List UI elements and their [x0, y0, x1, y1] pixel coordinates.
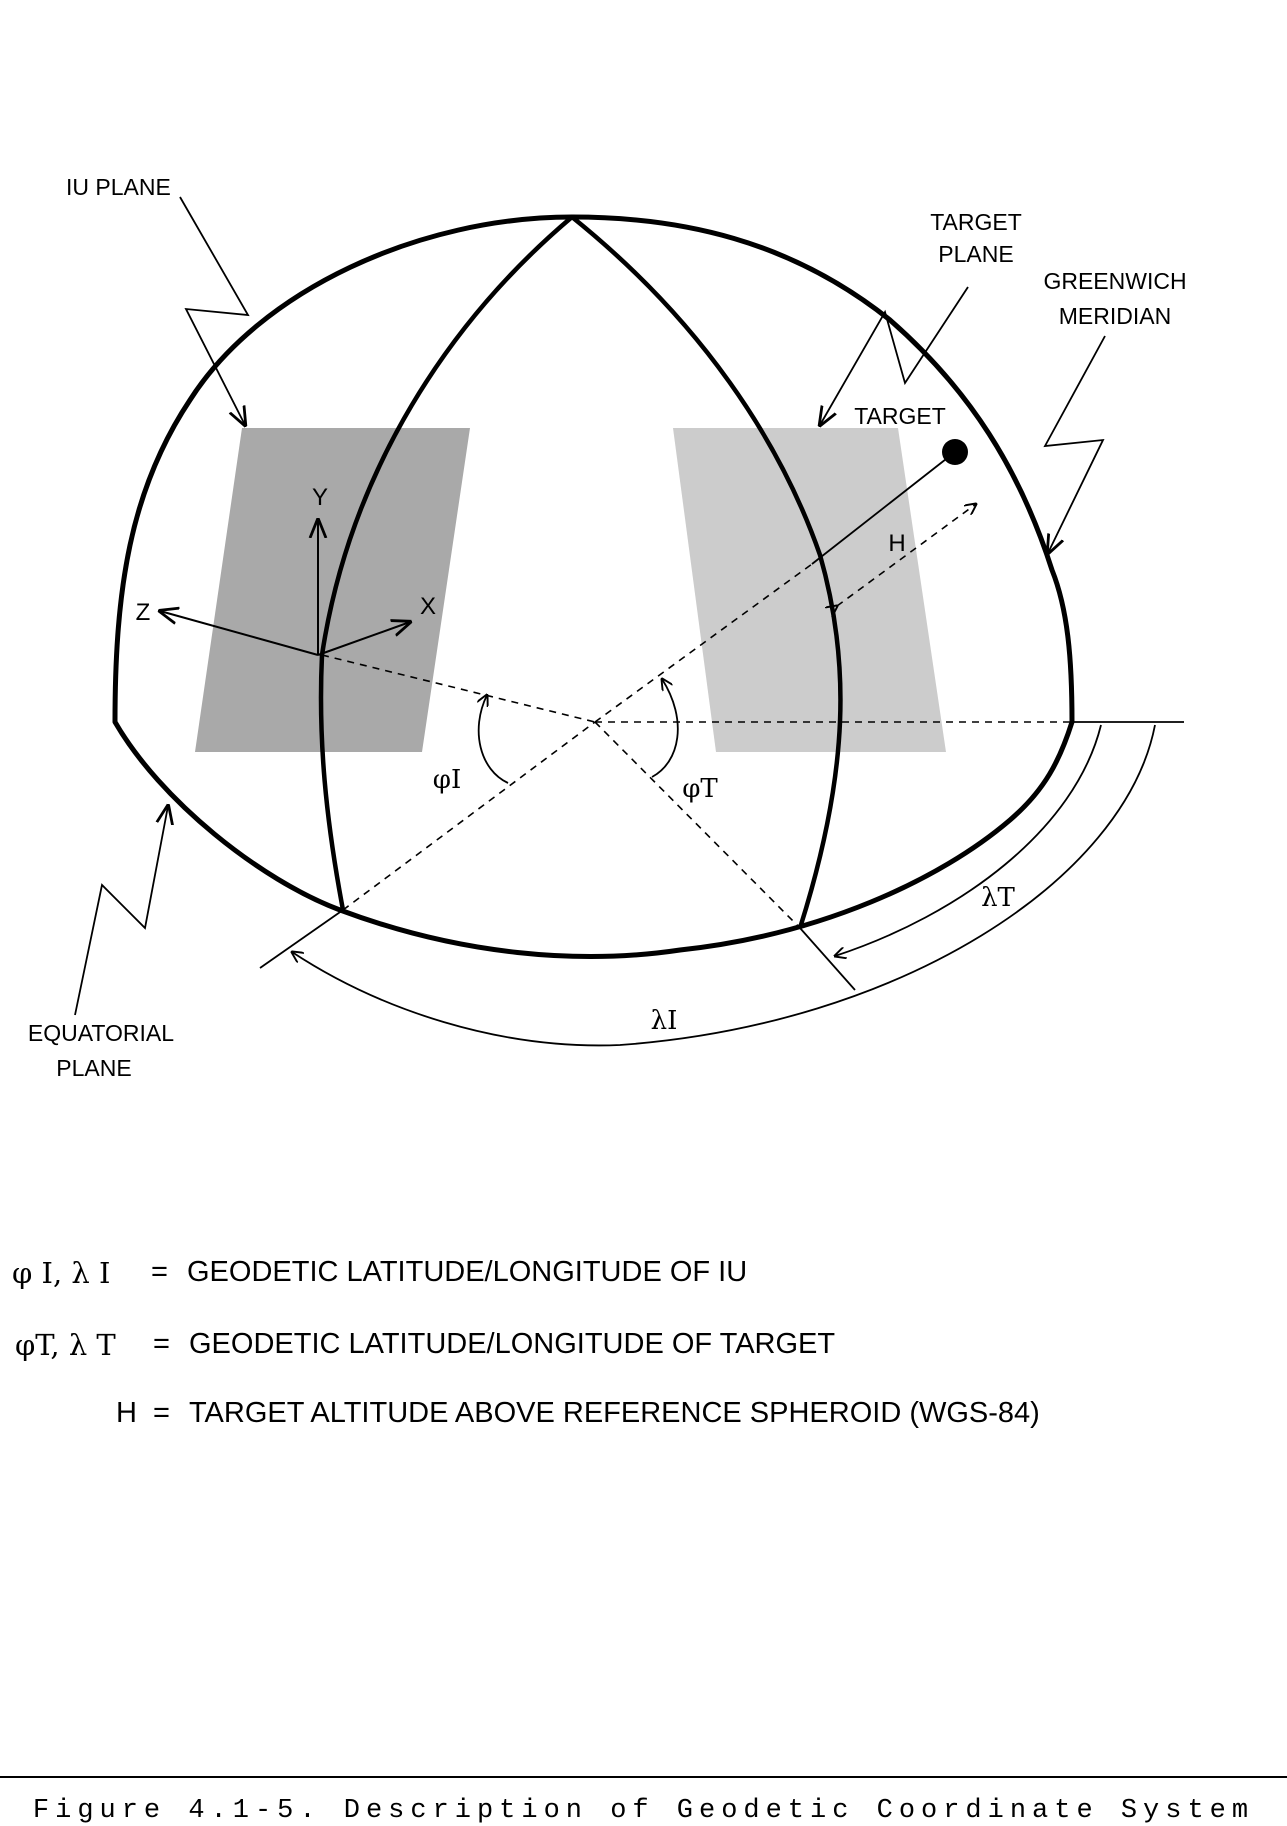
iu-meridian-extension	[259, 909, 344, 969]
lambda-i-arc	[292, 724, 1156, 1047]
target-label: TARGET	[854, 403, 946, 429]
iu-meridian	[318, 215, 574, 911]
target-plane-label-line1: TARGET	[930, 209, 1022, 235]
phi-t-label: φT	[682, 774, 718, 804]
altitude-arrow	[837, 504, 976, 606]
legend-symbol: φ I, λ I	[12, 1256, 111, 1290]
target-dot	[942, 439, 968, 465]
equatorial-label-line2: PLANE	[56, 1055, 131, 1081]
equatorial-leader	[74, 806, 168, 1016]
target-meridian	[570, 215, 843, 929]
iu-plane-leader	[179, 196, 250, 425]
lambda-t-label: λT	[981, 883, 1015, 913]
phi-i-label: φI	[433, 765, 461, 795]
axis-x-label: X	[420, 593, 436, 620]
spheroid-outline	[112, 214, 1075, 959]
target-radius-line	[594, 563, 813, 723]
equatorial-label-line1: EQUATORIAL	[28, 1020, 174, 1046]
target-normal-line	[594, 721, 801, 929]
geodetic-diagram: IU PLANE TARGET PLANE GREENWICH MERIDIAN…	[28, 174, 1187, 1081]
altitude-label: H	[888, 530, 905, 557]
greenwich-label-line1: GREENWICH	[1043, 268, 1186, 294]
phi-t-arc	[651, 679, 679, 778]
construction-lines	[321, 504, 1072, 929]
angle-arcs	[292, 679, 1156, 1047]
legend-symbol: H	[116, 1397, 137, 1429]
legend-symbol: φT, λ T	[15, 1328, 116, 1362]
legend-description: GEODETIC LATITUDE/LONGITUDE OF TARGET	[189, 1328, 836, 1360]
target-plane-label-line2: PLANE	[938, 241, 1013, 267]
phi-i-arc	[479, 695, 509, 784]
axis-z-arrow	[160, 611, 319, 656]
iu-plane	[195, 428, 470, 752]
axis-y-label: Y	[312, 484, 328, 511]
target-plane-leader	[820, 286, 969, 425]
greenwich-leader	[1043, 335, 1106, 553]
lambda-t-arc	[835, 724, 1102, 956]
callout-leaders	[74, 196, 1106, 1016]
legend-description: GEODETIC LATITUDE/LONGITUDE OF IU	[187, 1256, 748, 1288]
caption-rule	[0, 1776, 1287, 1778]
target-plane	[673, 428, 946, 752]
iu-axes	[160, 520, 410, 656]
iu-normal-line	[342, 721, 596, 911]
lambda-i-label: λI	[651, 1006, 678, 1036]
target-meridian-extension	[799, 927, 856, 991]
legend-equals: =	[153, 1397, 170, 1429]
greenwich-label-line2: MERIDIAN	[1059, 303, 1171, 329]
legend-equals: =	[153, 1328, 170, 1360]
axis-x-arrow	[317, 622, 410, 656]
figure-caption: Figure 4.1-5. Description of Geodetic Co…	[32, 1796, 1255, 1826]
legend-equals: =	[151, 1256, 168, 1288]
target-leader-line	[811, 451, 956, 565]
axis-z-label: Z	[136, 599, 151, 626]
iu-plane-label: IU PLANE	[66, 174, 171, 200]
iu-radius-line	[321, 654, 596, 723]
legend-description: TARGET ALTITUDE ABOVE REFERENCE SPHEROID…	[189, 1397, 1040, 1429]
